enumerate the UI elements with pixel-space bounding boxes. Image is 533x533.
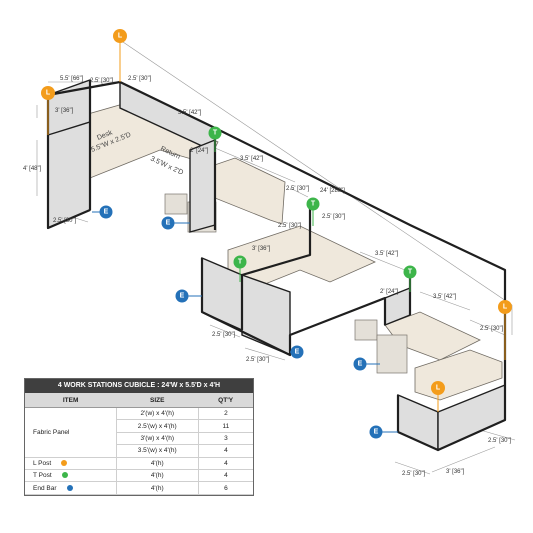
pedestal-3 (354, 319, 378, 341)
end-bar-marker-2 (161, 216, 175, 230)
row-qty: 3 (198, 432, 253, 446)
l-post-marker-1 (113, 29, 127, 43)
row-size: 4'(h) (116, 481, 199, 495)
dim-2-5-e: 2.5' [30"] (278, 223, 302, 229)
table-row: Fabric Panel 2'(w) x 4'(h) 2 (25, 407, 253, 458)
dim-3-c: 3' [36"] (446, 469, 465, 475)
spec-table-title: 4 WORK STATIONS CUBICLE : 24'W x 5.5'D x… (25, 379, 253, 393)
row-qty: 4 (198, 457, 253, 470)
row-size: 4'(h) (116, 469, 199, 483)
dim-3-5-a: 3.5' [42"] (178, 110, 202, 116)
svg-text:L: L (503, 304, 508, 311)
dim-2-5-a: 2.5' [30"] (90, 78, 114, 84)
table-row: 3'(w) x 4'(h) 3 (25, 432, 253, 446)
spec-table: 4 WORK STATIONS CUBICLE : 24'W x 5.5'D x… (24, 378, 254, 496)
svg-text:E: E (295, 349, 300, 356)
end-bar-marker-1 (99, 205, 113, 219)
dim-24: 24' [288"] (320, 188, 345, 194)
row-qty: 2 (198, 407, 253, 421)
table-row: End Bar 4'(h) 6 (25, 481, 253, 495)
row-qty: 6 (198, 481, 253, 495)
dimension-labels: 5.5' [66"] 2.5' [30"] 2.5' [30"] 3.5' [4… (23, 76, 512, 477)
l-post-dot-icon (61, 460, 68, 467)
t-post-marker-2 (306, 197, 320, 211)
row-qty: 4 (198, 469, 253, 483)
row-qty: 11 (198, 419, 253, 433)
t-post-markers: T T T T (208, 126, 417, 292)
dim-5-5: 5.5' [66"] (60, 76, 84, 82)
svg-text:E: E (374, 429, 379, 436)
row-qty: 4 (198, 444, 253, 458)
l-post-item: L Post (25, 457, 117, 470)
svg-text:E: E (180, 293, 185, 300)
table-row: 2.5'(w) x 4'(h) 11 (25, 419, 253, 433)
header-item: ITEM (25, 393, 117, 408)
table-row: T Post 4'(h) 4 (25, 469, 253, 483)
t-post-marker-1 (208, 126, 222, 140)
dim-2-a: 2' [24"] (190, 148, 209, 154)
row-size: 4'(h) (116, 457, 199, 470)
l-post-marker-4 (431, 381, 445, 395)
row-size: 3.5'(w) x 4'(h) (116, 444, 199, 458)
svg-text:E: E (358, 361, 363, 368)
t-post-marker-3 (233, 255, 247, 269)
svg-text:T: T (213, 130, 218, 137)
dim-2-5-f: 2.5' [30"] (322, 214, 346, 220)
dim-3-5-b: 3.5' [42"] (240, 156, 264, 162)
l-post-markers: L L L L (41, 29, 512, 412)
svg-text:T: T (311, 201, 316, 208)
end-bar-marker-4 (290, 345, 304, 359)
t-post-dot-icon (61, 472, 68, 479)
work-surfaces (59, 101, 503, 401)
row-size: 2'(w) x 4'(h) (116, 407, 199, 421)
dim-3-5-c: 3.5' [42"] (375, 251, 399, 257)
svg-text:T: T (238, 259, 243, 266)
dim-2-5-b: 2.5' [30"] (128, 76, 152, 82)
row-size: 2.5'(w) x 4'(h) (116, 419, 199, 433)
dim-3-b: 3' [36"] (252, 246, 271, 252)
pedestal-4 (376, 334, 408, 374)
table-row: 3.5'(w) x 4'(h) 4 (25, 444, 253, 458)
dim-2-5-d: 2.5' [30"] (286, 186, 310, 192)
l-post-marker-3 (498, 300, 512, 314)
dim-2-5-j: 2.5' [30"] (488, 438, 512, 444)
svg-text:L: L (118, 33, 123, 40)
svg-text:L: L (46, 90, 51, 97)
dim-2-5-i: 2.5' [30"] (246, 357, 270, 363)
t-post-marker-4 (403, 265, 417, 279)
row-size: 3'(w) x 4'(h) (116, 432, 199, 446)
end-bar-item: End Bar (25, 481, 117, 495)
table-row: L Post 4'(h) 4 (25, 457, 253, 470)
dim-3-5-d: 3.5' [42"] (433, 294, 457, 300)
end-bar-marker-3 (175, 289, 189, 303)
fabric-panel-label: Fabric Panel (25, 407, 117, 458)
header-size: SIZE (116, 393, 199, 408)
spec-grid: ITEM SIZE QT'Y Fabric Panel 2'(w) x 4'(h… (25, 393, 253, 495)
dim-2-5-h: 2.5' [30"] (212, 332, 236, 338)
svg-text:E: E (104, 209, 109, 216)
dim-3-a: 3' [36"] (55, 108, 74, 114)
header-qty: QT'Y (198, 393, 253, 408)
dim-2-5-g: 2.5' [30"] (480, 326, 504, 332)
dim-2-5-k: 2.5' [30"] (402, 471, 426, 477)
dim-4: 4' [48"] (23, 166, 42, 172)
end-bar-dot-icon (66, 484, 73, 491)
end-bar-marker-6 (369, 425, 383, 439)
dim-2-5-c: 2.5' [30"] (53, 218, 77, 224)
pedestal-1 (164, 193, 188, 215)
end-bar-markers: E E E E E E (92, 205, 398, 439)
t-post-item: T Post (25, 469, 117, 483)
end-bar-marker-5 (353, 357, 367, 371)
svg-text:E: E (166, 220, 171, 227)
svg-text:L: L (436, 385, 441, 392)
dim-2-b: 2' [24"] (380, 289, 399, 295)
l-post-marker-2 (41, 86, 55, 100)
svg-text:T: T (408, 269, 413, 276)
